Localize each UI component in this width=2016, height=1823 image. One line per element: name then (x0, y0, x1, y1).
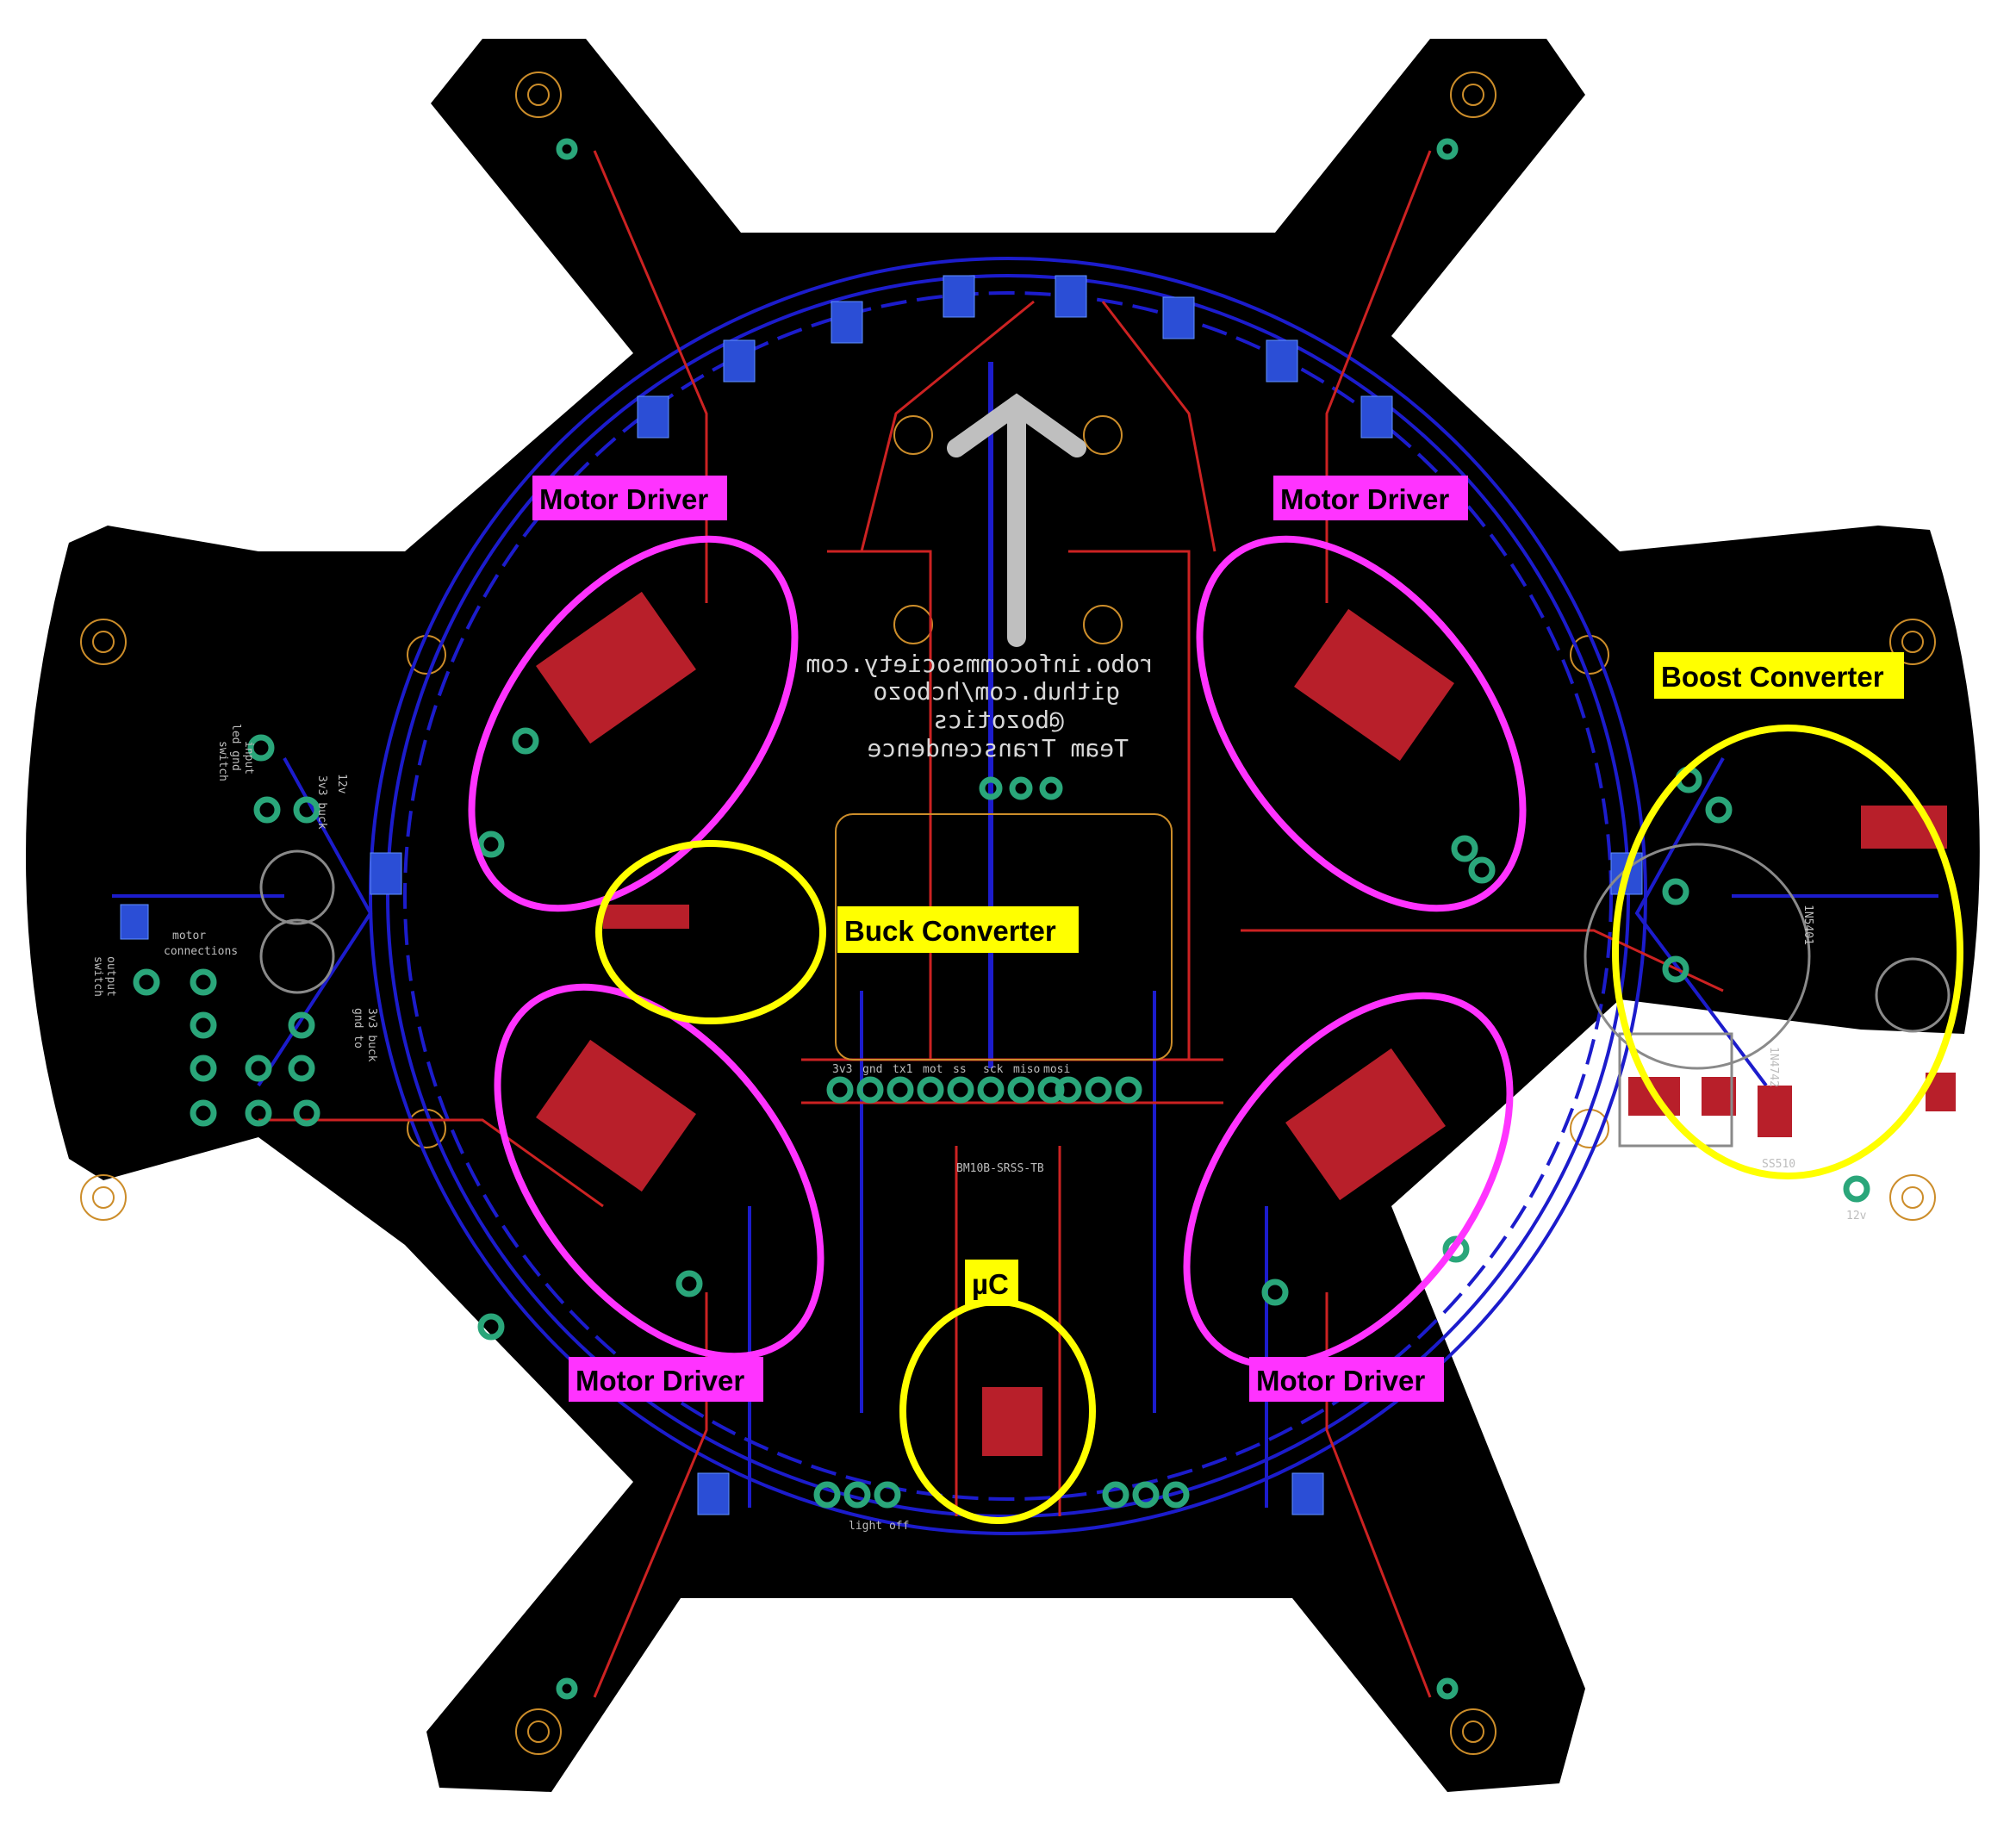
direction-arrow (947, 393, 1086, 647)
svg-text:connections: connections (164, 945, 238, 958)
svg-text:switch: switch (216, 741, 229, 781)
callout-motor-bl: Motor Driver (569, 1357, 763, 1402)
header-labels: 3v3 gnd tx1 mot ss sck miso mosi (832, 1063, 1070, 1076)
ellipse-boost (1612, 725, 1963, 1179)
svg-text:output: output (104, 956, 117, 997)
svg-text:1N4742: 1N4742 (1767, 1047, 1780, 1087)
silk-handle: @bozotics (933, 706, 1064, 734)
ellipse-buck (595, 840, 826, 1024)
svg-text:switch: switch (91, 956, 104, 997)
svg-text:light off: light off (849, 1520, 909, 1533)
svg-text:led gnd: led gnd (229, 724, 242, 771)
silk-url: robo.infocommsociety.com (806, 650, 1154, 678)
svg-text:input: input (242, 741, 255, 775)
svg-text:gnd to: gnd to (352, 1008, 364, 1048)
svg-text:motor: motor (172, 930, 206, 943)
callout-buck: Buck Converter (837, 906, 1079, 953)
svg-text:gnd: gnd (862, 1063, 882, 1076)
copper-pours (536, 591, 1956, 1456)
svg-text:3v3: 3v3 (832, 1063, 852, 1076)
svg-text:Motor Driver: Motor Driver (539, 483, 708, 515)
central-module-outline (835, 813, 1173, 1061)
through-hole-pads (133, 138, 1870, 1700)
left-silk-labels: motor connections switch led gnd input s… (91, 724, 378, 1062)
silk-github: github.com/hcbozo (873, 677, 1120, 706)
svg-text:12v: 12v (335, 774, 348, 794)
svg-text:mosi: mosi (1043, 1063, 1070, 1076)
svg-text:12v: 12v (1846, 1210, 1867, 1223)
callout-uc: µC (965, 1260, 1018, 1306)
svg-text:BM10B-SRSS-TB: BM10B-SRSS-TB (956, 1162, 1044, 1175)
callout-motor-br: Motor Driver (1249, 1357, 1444, 1402)
svg-text:1N5401: 1N5401 (1801, 905, 1814, 945)
svg-text:tx1: tx1 (893, 1063, 912, 1076)
bottom-copper-traces (112, 257, 1938, 1535)
svg-text:Boost Converter: Boost Converter (1661, 661, 1884, 693)
silk-team: Team Transcendence (868, 734, 1129, 762)
svg-text:Motor Driver: Motor Driver (1256, 1365, 1425, 1397)
misc-silk-labels: light off BM10B-SRSS-TB 1N5401 1N4742 SS… (849, 905, 1867, 1533)
ellipse-motor-tl (468, 535, 799, 912)
ellipse-motor-bl (494, 983, 824, 1360)
svg-text:SS510: SS510 (1762, 1158, 1795, 1171)
ellipse-motor-tr (1196, 535, 1527, 912)
ellipse-motor-br (1183, 992, 1514, 1369)
svg-text:3v3 buck: 3v3 buck (365, 1008, 378, 1062)
svg-text:mot: mot (923, 1063, 943, 1076)
ring-components (120, 275, 1643, 1515)
callout-motor-tr: Motor Driver (1273, 476, 1468, 520)
silkscreen-text: robo.infocommsociety.com github.com/hcbo… (806, 650, 1154, 762)
callout-boost: Boost Converter (1654, 652, 1904, 699)
svg-text:Buck Converter: Buck Converter (844, 915, 1056, 947)
svg-text:3v3 buck: 3v3 buck (315, 775, 328, 830)
svg-text:Motor Driver: Motor Driver (576, 1365, 744, 1397)
motor-driver-ellipses (468, 535, 1527, 1369)
callout-motor-tl: Motor Driver (532, 476, 727, 520)
svg-text:sck: sck (983, 1063, 1004, 1076)
svg-text:Motor Driver: Motor Driver (1280, 483, 1449, 515)
converter-ellipses (595, 725, 1963, 1524)
svg-text:ss: ss (953, 1063, 967, 1076)
capacitor-outlines (259, 843, 1951, 1148)
svg-text:miso: miso (1013, 1063, 1040, 1076)
mounting-holes (80, 72, 1936, 1755)
svg-text:µC: µC (972, 1268, 1009, 1300)
